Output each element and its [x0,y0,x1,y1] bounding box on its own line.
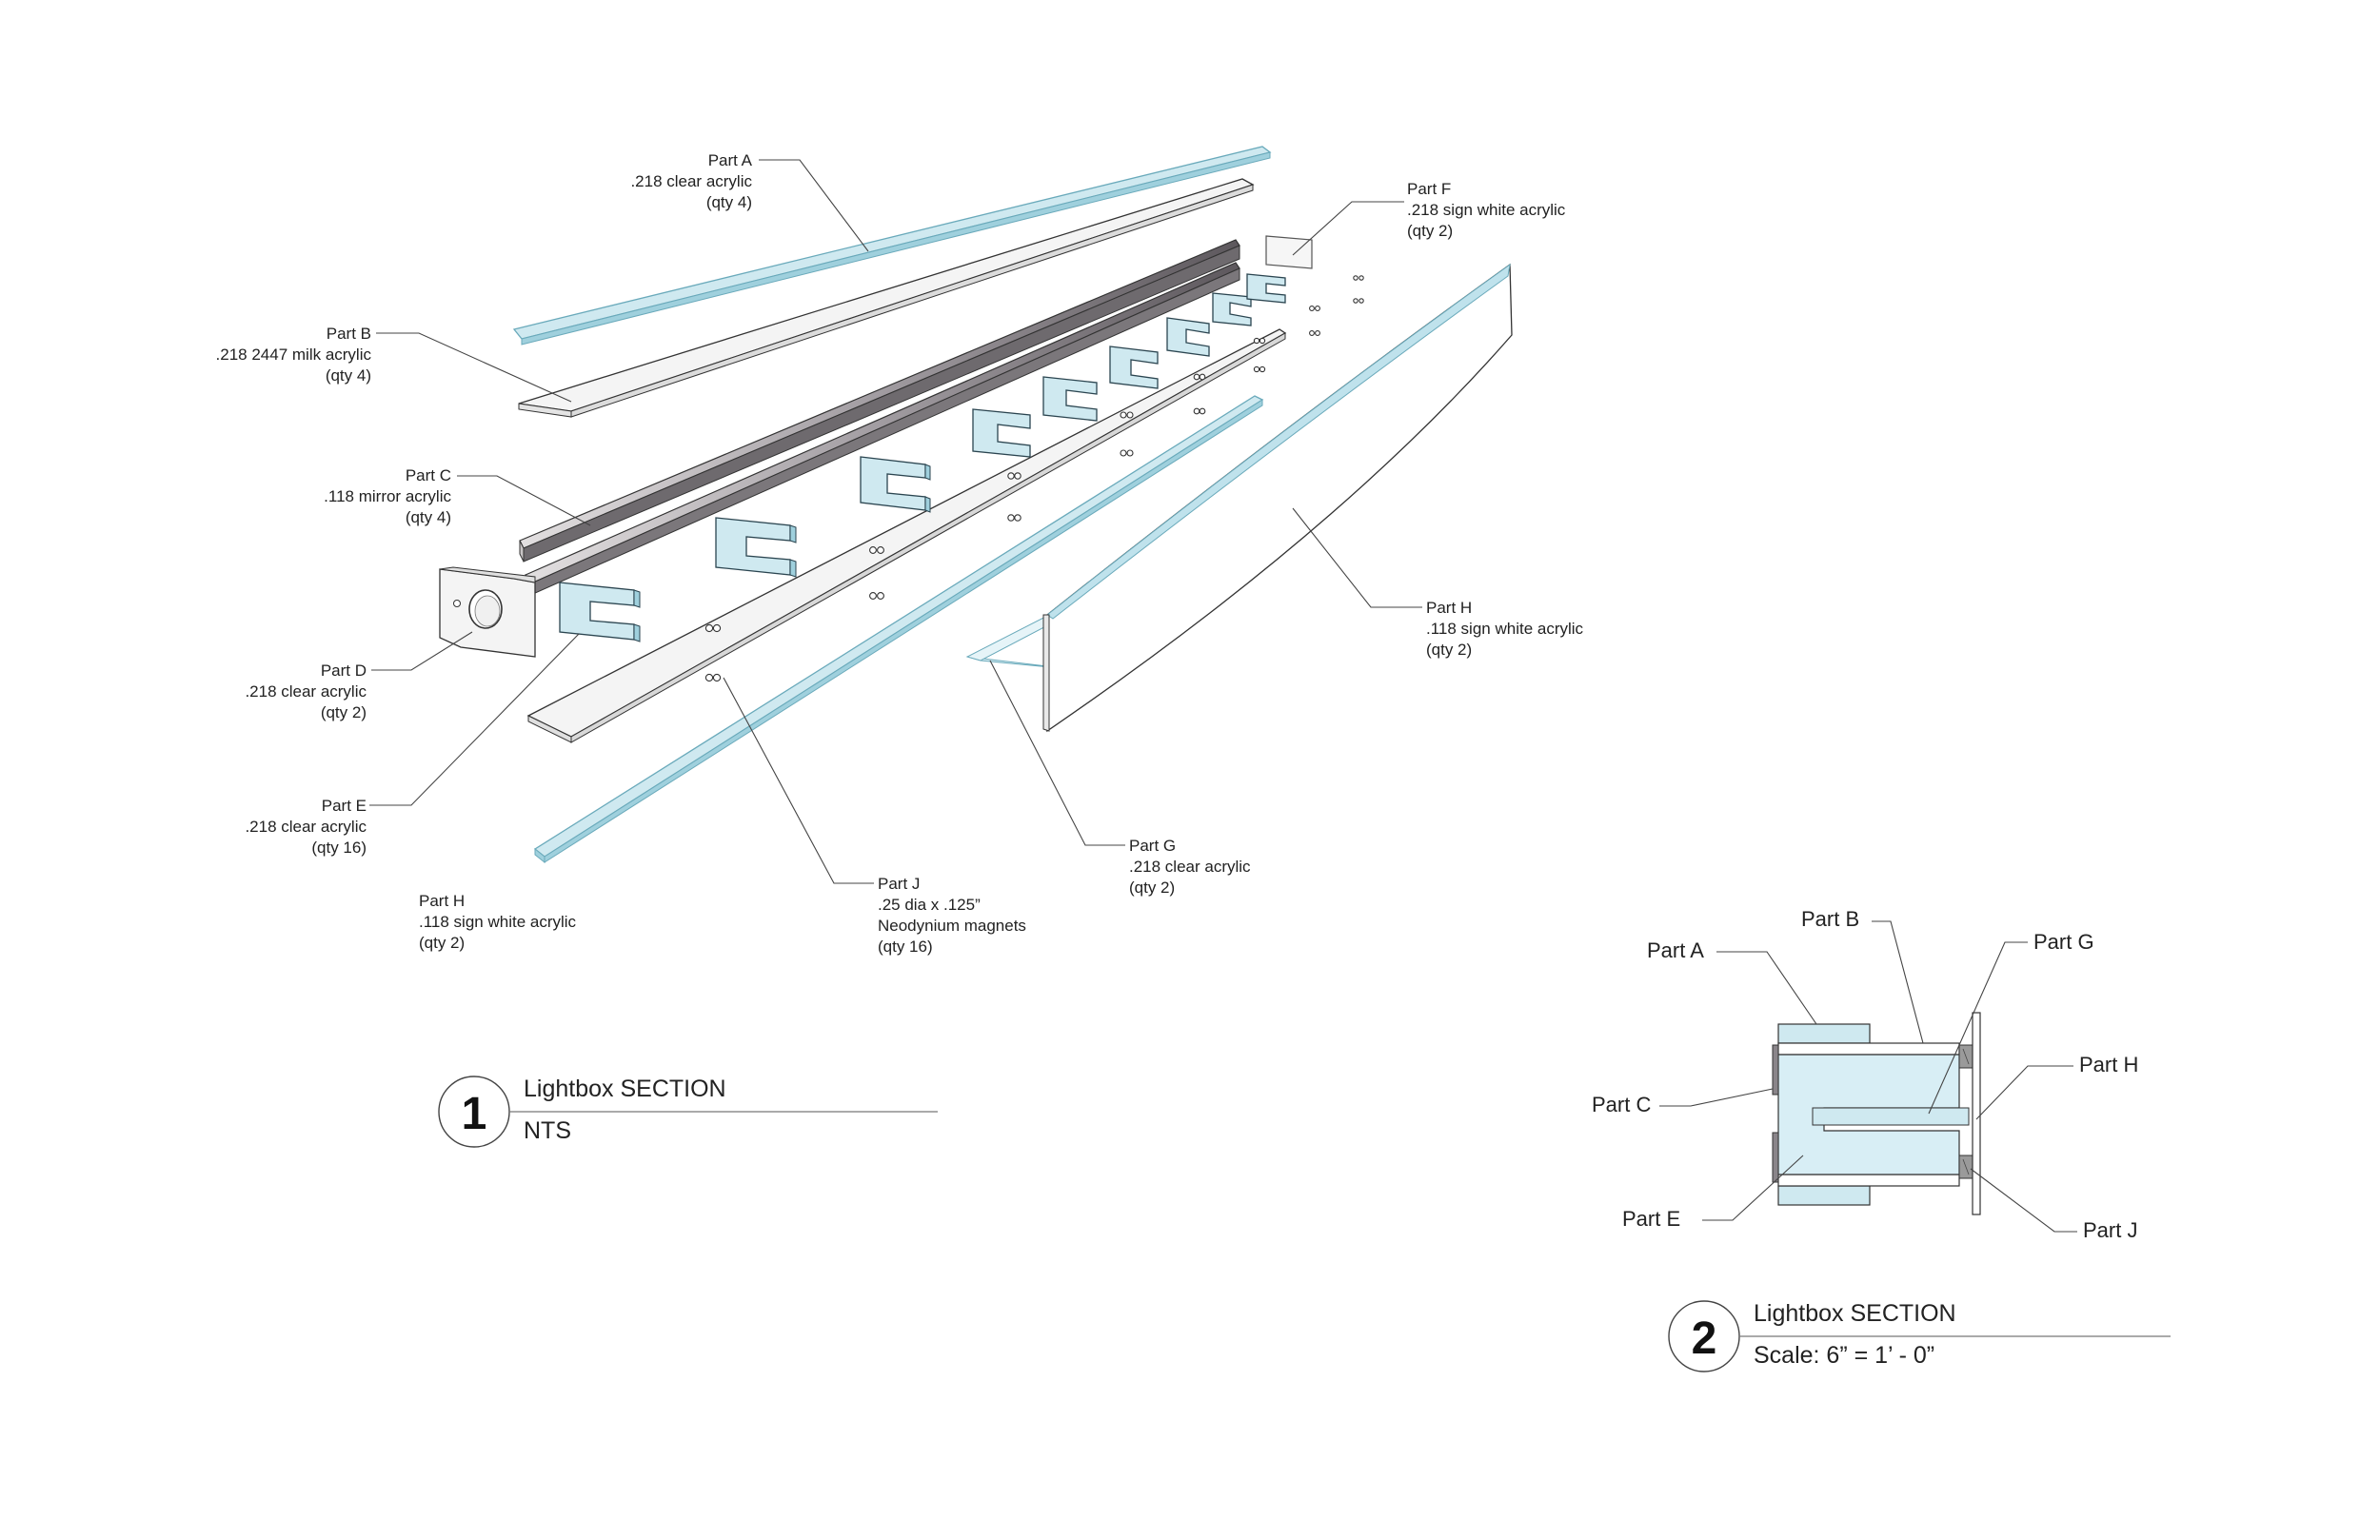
label-part-a: Part A .218 clear acrylic (qty 4) [630,151,752,211]
part-c-name: Part C [406,466,451,484]
section-label-part-c: Part C [1592,1093,1651,1116]
part-c-mirror-strip-upper [519,239,1240,563]
title-block-1-number: 1 [462,1089,487,1139]
part-d-end-plate [439,566,536,658]
section-view: Part A Part B Part G Part H Part C Part … [1592,907,2171,1372]
part-e-name: Part E [322,797,367,815]
section-label-part-a: Part A [1647,938,1704,962]
part-f-material: .218 sign white acrylic [1407,201,1566,219]
part-f-qty: (qty 2) [1407,222,1453,240]
part-a-strip [512,146,1272,346]
part-j-magnets [704,275,1364,682]
label-part-d: Part D .218 clear acrylic (qty 2) [245,661,367,721]
part-e-bracket [1166,317,1210,357]
title-block-2-number: 2 [1692,1313,1717,1364]
base-strip [526,328,1287,743]
part-h-strip-left [533,395,1264,864]
part-d-name: Part D [321,661,367,680]
label-part-f: Part F .218 sign white acrylic (qty 2) [1407,180,1566,240]
exploded-leaders [369,159,1422,884]
label-part-b: Part B .218 2447 milk acrylic (qty 4) [216,325,372,385]
part-e-bracket [860,456,926,511]
title-block-2-scale: Scale: 6” = 1’ - 0” [1754,1342,1934,1369]
section-label-part-j: Part J [2083,1218,2137,1242]
part-j-material2: Neodynium magnets [878,917,1026,935]
section-part-b [1777,1042,1960,1056]
part-j-qty: (qty 16) [878,938,933,956]
part-e-bracket [1246,273,1286,304]
part-d-material: .218 clear acrylic [245,682,367,701]
part-j-name: Part J [878,875,920,893]
title-block-2-title: Lightbox SECTION [1754,1300,1956,1327]
part-h-right-material: .118 sign white acrylic [1426,620,1584,638]
part-h-right-name: Part H [1426,599,1472,617]
part-e-bracket [1042,376,1098,422]
title-block-1: 1 Lightbox SECTION NTS [438,1076,938,1148]
part-b-material: .218 2447 milk acrylic [216,346,372,364]
section-part-h [1972,1012,1981,1215]
part-b-qty: (qty 4) [326,366,371,385]
title-block-1-title: Lightbox SECTION [524,1076,726,1102]
part-g-qty: (qty 2) [1129,879,1175,897]
part-e-bracket [972,408,1031,458]
part-h-left-name: Part H [419,892,465,910]
exploded-view: Part A .218 clear acrylic (qty 4) Part B… [216,146,1584,1148]
label-part-h-right: Part H .118 sign white acrylic (qty 2) [1426,599,1584,659]
title-block-2: 2 Lightbox SECTION Scale: 6” = 1’ - 0” [1668,1300,2171,1372]
part-e-bracket [1212,292,1252,326]
section-part-e [1777,1054,1960,1175]
title-block-1-scale: NTS [524,1117,571,1144]
part-c-qty: (qty 4) [406,508,451,526]
part-f-square [1265,235,1313,269]
part-g-material: .218 clear acrylic [1129,858,1251,876]
section-part-j [1958,1044,1973,1179]
section-part-b-bottom [1777,1174,1960,1187]
label-part-h-left: Part H .118 sign white acrylic (qty 2) [419,892,577,952]
part-e-qty: (qty 16) [311,839,367,857]
label-part-j: Part J .25 dia x .125” Neodynium magnets… [878,875,1026,956]
part-j-material: .25 dia x .125” [878,896,981,914]
part-b-strip [518,178,1255,418]
section-label-part-h: Part H [2079,1053,2138,1076]
part-g-name: Part G [1129,837,1176,855]
part-a-name: Part A [708,151,753,169]
section-part-g [1812,1107,1970,1126]
part-h-left-qty: (qty 2) [419,934,465,952]
part-e-bracket-edges [633,464,931,642]
part-d-qty: (qty 2) [321,703,367,721]
section-part-c [1772,1044,1779,1096]
section-leaders [1659,920,2077,1233]
section-label-part-b: Part B [1801,907,1859,931]
label-part-c: Part C .118 mirror acrylic (qty 4) [324,466,451,526]
section-part-a-bottom [1777,1185,1871,1206]
part-f-name: Part F [1407,180,1451,198]
section-part-c-bottom [1772,1132,1779,1183]
part-a-qty: (qty 4) [706,193,752,211]
part-h-left-material: .118 sign white acrylic [419,913,577,931]
label-part-g: Part G .218 clear acrylic (qty 2) [1129,837,1251,897]
part-b-name: Part B [327,325,371,343]
section-label-part-e: Part E [1622,1207,1680,1231]
part-c-material: .118 mirror acrylic [324,487,451,505]
part-e-bracket [1109,346,1159,389]
part-e-brackets [559,273,1286,641]
label-part-e: Part E .218 clear acrylic (qty 16) [245,797,367,857]
part-e-bracket [715,517,791,576]
part-g-h-assembly [965,263,1513,733]
part-e-material: .218 clear acrylic [245,818,367,836]
part-h-right-qty: (qty 2) [1426,641,1472,659]
section-part-a [1777,1023,1871,1044]
part-e-bracket [559,582,635,641]
section-label-part-g: Part G [2033,930,2094,954]
part-a-material: .218 clear acrylic [630,172,752,190]
